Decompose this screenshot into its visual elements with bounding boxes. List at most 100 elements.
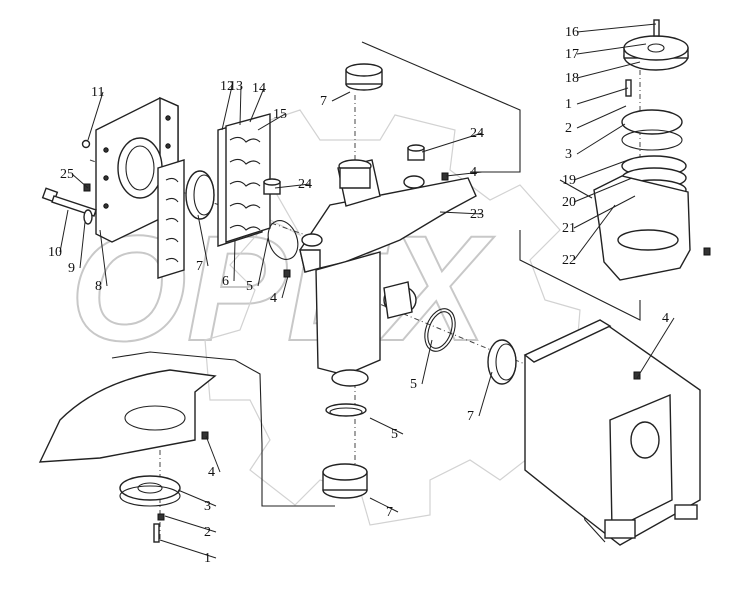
bolt-part-1-top — [625, 79, 632, 97]
axle-housing-box — [523, 319, 701, 546]
callout-label-c2b: 2 — [204, 525, 211, 540]
knuckle-body-part-23 — [299, 159, 477, 387]
callout-leader-c4d — [205, 435, 221, 473]
callout-leader-c19 — [573, 159, 629, 181]
bolt-part-10 — [41, 187, 97, 217]
seal-ring-part-7-middle — [487, 339, 517, 385]
callout-leader-c4a — [445, 171, 483, 177]
seal-ring-part-7-top — [345, 63, 383, 91]
callout-label-c23: 23 — [470, 207, 484, 222]
callout-label-c9: 9 — [68, 261, 75, 276]
callout-leader-c12 — [221, 85, 233, 131]
nut-part-4-top — [441, 172, 449, 181]
callout-leader-c3a — [576, 123, 626, 155]
callout-label-c4c: 4 — [662, 311, 669, 326]
callout-label-c1a: 1 — [565, 97, 572, 112]
seal-ring-part-7-left — [185, 170, 215, 220]
callout-leader-c1a — [576, 87, 629, 105]
o-ring-part-5-left — [267, 220, 299, 260]
plate-part-3-bottom — [119, 475, 181, 507]
callout-label-c13: 13 — [229, 79, 243, 94]
callout-label-c14: 14 — [252, 81, 266, 96]
callout-label-c7d: 7 — [386, 505, 393, 520]
callout-label-c5b: 5 — [410, 377, 417, 392]
nut-part-4-arm — [703, 247, 711, 256]
callout-leader-c2a — [576, 105, 627, 129]
callout-leader-c6 — [233, 239, 236, 282]
seal-ring-part-7-bottom — [322, 463, 368, 499]
callout-leader-c25 — [71, 173, 89, 189]
gasket-strips-part-12-15 — [217, 113, 271, 247]
gasket-strip-left — [157, 159, 185, 279]
callout-leader-c1b — [159, 539, 217, 559]
callout-label-c21: 21 — [562, 221, 576, 236]
callout-label-c3b: 3 — [204, 499, 211, 514]
bolt-part-16 — [653, 19, 660, 37]
callout-label-c12: 12 — [220, 79, 234, 94]
callout-label-c4b: 4 — [270, 291, 277, 306]
steering-arm-part-22 — [593, 175, 691, 281]
callout-label-c3a: 3 — [565, 147, 572, 162]
callout-label-c8: 8 — [95, 279, 102, 294]
callout-leader-c5b — [421, 339, 433, 385]
callout-leader-c11 — [87, 91, 104, 141]
callout-leader-c18a — [576, 61, 641, 79]
washer-part-2-bottom — [157, 513, 165, 521]
callout-leader-c7a — [331, 91, 351, 102]
callout-label-c4a: 4 — [470, 165, 477, 180]
callout-label-c2a: 2 — [565, 121, 572, 136]
callout-leader-c20 — [573, 177, 633, 203]
callout-label-c18a: 18 — [565, 71, 579, 86]
callout-label-c24a: 24 — [470, 126, 484, 141]
bushing-part-24-right — [407, 144, 425, 161]
callout-leader-c2b — [164, 515, 217, 533]
callout-label-c15: 15 — [273, 107, 287, 122]
callout-leader-c4b — [281, 275, 289, 299]
callout-label-c1b: 1 — [204, 551, 211, 566]
nut-part-4-box — [633, 371, 641, 380]
callout-label-c11: 11 — [91, 85, 104, 100]
callout-leader-c4c — [636, 317, 675, 379]
cap-part-17 — [623, 35, 689, 71]
watermark: OPEX — [70, 204, 495, 372]
callout-leader-c23 — [439, 211, 483, 215]
callout-label-c20: 20 — [562, 195, 576, 210]
callout-leader-c10 — [59, 209, 69, 253]
callout-leader-c5a — [257, 237, 269, 287]
callout-label-c16a: 16 — [565, 25, 579, 40]
callout-leader-c3b — [177, 489, 217, 507]
background-gear-outline — [204, 109, 581, 526]
callout-label-c7c: 7 — [467, 409, 474, 424]
nut-part-4-bottom — [201, 431, 209, 440]
callout-leader-c9 — [79, 221, 86, 269]
callout-leader-c24b — [274, 183, 311, 189]
nut-part-4-left — [283, 269, 291, 278]
callout-label-c6: 6 — [222, 274, 229, 289]
callout-label-c5c: 5 — [391, 427, 398, 442]
callout-leader-c15 — [257, 113, 286, 131]
callout-label-c7a: 7 — [320, 94, 327, 109]
callout-label-c19: 19 — [562, 173, 576, 188]
callout-leader-c7b — [197, 214, 209, 267]
bolt-part-1-bottom — [153, 523, 160, 543]
bolt-part-11 — [81, 139, 91, 149]
callout-leader-c7d — [369, 497, 399, 513]
callout-label-c5a: 5 — [246, 279, 253, 294]
callout-leader-c22 — [573, 204, 616, 261]
o-ring-part-5-bottom — [325, 403, 367, 417]
callout-leader-c16a — [576, 23, 657, 33]
callout-leader-c8 — [99, 229, 108, 287]
plate-part-3-top — [621, 109, 683, 151]
steering-arm-bottom — [38, 369, 217, 463]
callout-leader-c21 — [573, 195, 636, 229]
callout-label-c24b: 24 — [298, 177, 312, 192]
callout-label-c7b: 7 — [196, 259, 203, 274]
callout-label-c17a: 17 — [565, 47, 579, 62]
washer-part-9 — [83, 209, 93, 225]
callout-label-c10: 10 — [48, 245, 62, 260]
callout-leader-c14 — [249, 87, 265, 123]
callout-leader-c24a — [421, 132, 483, 153]
